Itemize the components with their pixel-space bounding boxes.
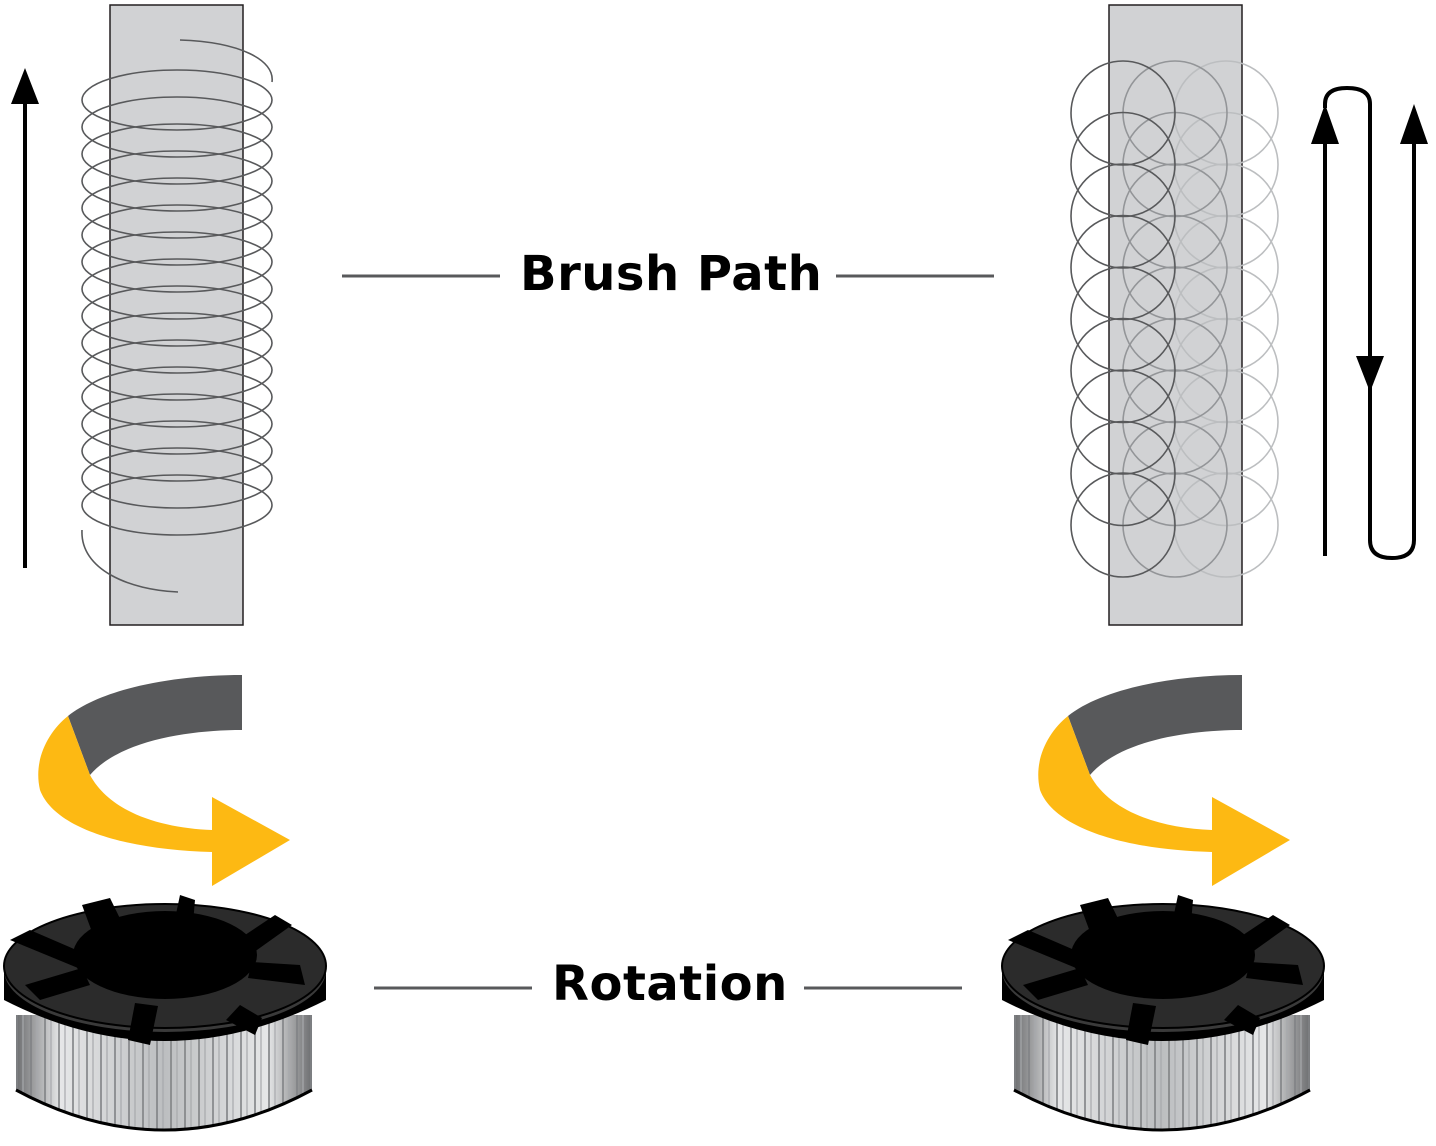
serpentine-arrow-right bbox=[1323, 85, 1416, 561]
path-circle bbox=[1070, 266, 1176, 372]
rotary-brush-icon bbox=[3, 895, 327, 1132]
spiral-loop bbox=[81, 312, 273, 374]
spiral-loop bbox=[81, 474, 273, 536]
spiral-loop bbox=[81, 231, 273, 293]
spiral-loop bbox=[81, 339, 273, 401]
brush-path-label: Brush Path bbox=[520, 246, 823, 302]
path-circle bbox=[1070, 369, 1176, 475]
spiral-loop bbox=[81, 366, 273, 428]
spiral-loop bbox=[81, 123, 273, 185]
path-circle bbox=[1070, 111, 1176, 218]
left-path-panel bbox=[81, 4, 273, 626]
path-circle bbox=[1070, 60, 1176, 166]
arrow-head-up-2 bbox=[1400, 104, 1428, 144]
spiral-loop bbox=[81, 420, 273, 482]
spiral-loop bbox=[81, 393, 273, 455]
rotation-label: Rotation bbox=[552, 956, 788, 1012]
spiral-path-icon bbox=[81, 39, 273, 593]
spiral-loop bbox=[81, 285, 273, 347]
clockwise-rotation-arrow-icon bbox=[38, 675, 290, 886]
path-circle bbox=[1070, 472, 1176, 578]
right-path-panel bbox=[1070, 4, 1279, 626]
spiral-loop bbox=[81, 177, 273, 239]
spiral-loop bbox=[81, 69, 273, 131]
spiral-loop bbox=[81, 96, 273, 158]
overlapping-circles-path-icon bbox=[1070, 60, 1279, 578]
rotary-brush-icon bbox=[1001, 895, 1325, 1132]
spiral-loop bbox=[81, 258, 273, 320]
spiral-loop bbox=[81, 447, 273, 509]
spiral-loop bbox=[81, 150, 273, 212]
arrow-head-down bbox=[1356, 356, 1384, 392]
spiral-loop bbox=[81, 204, 273, 266]
path-circle bbox=[1070, 317, 1176, 424]
spiral-start bbox=[179, 39, 273, 83]
clockwise-rotation-arrow-icon bbox=[1038, 675, 1290, 886]
path-circle bbox=[1070, 214, 1176, 321]
up-arrow-left bbox=[11, 68, 39, 568]
path-circle bbox=[1070, 420, 1176, 527]
arrow-head-up-1 bbox=[1311, 104, 1339, 144]
spiral-end bbox=[81, 529, 179, 593]
path-circle bbox=[1070, 163, 1176, 269]
